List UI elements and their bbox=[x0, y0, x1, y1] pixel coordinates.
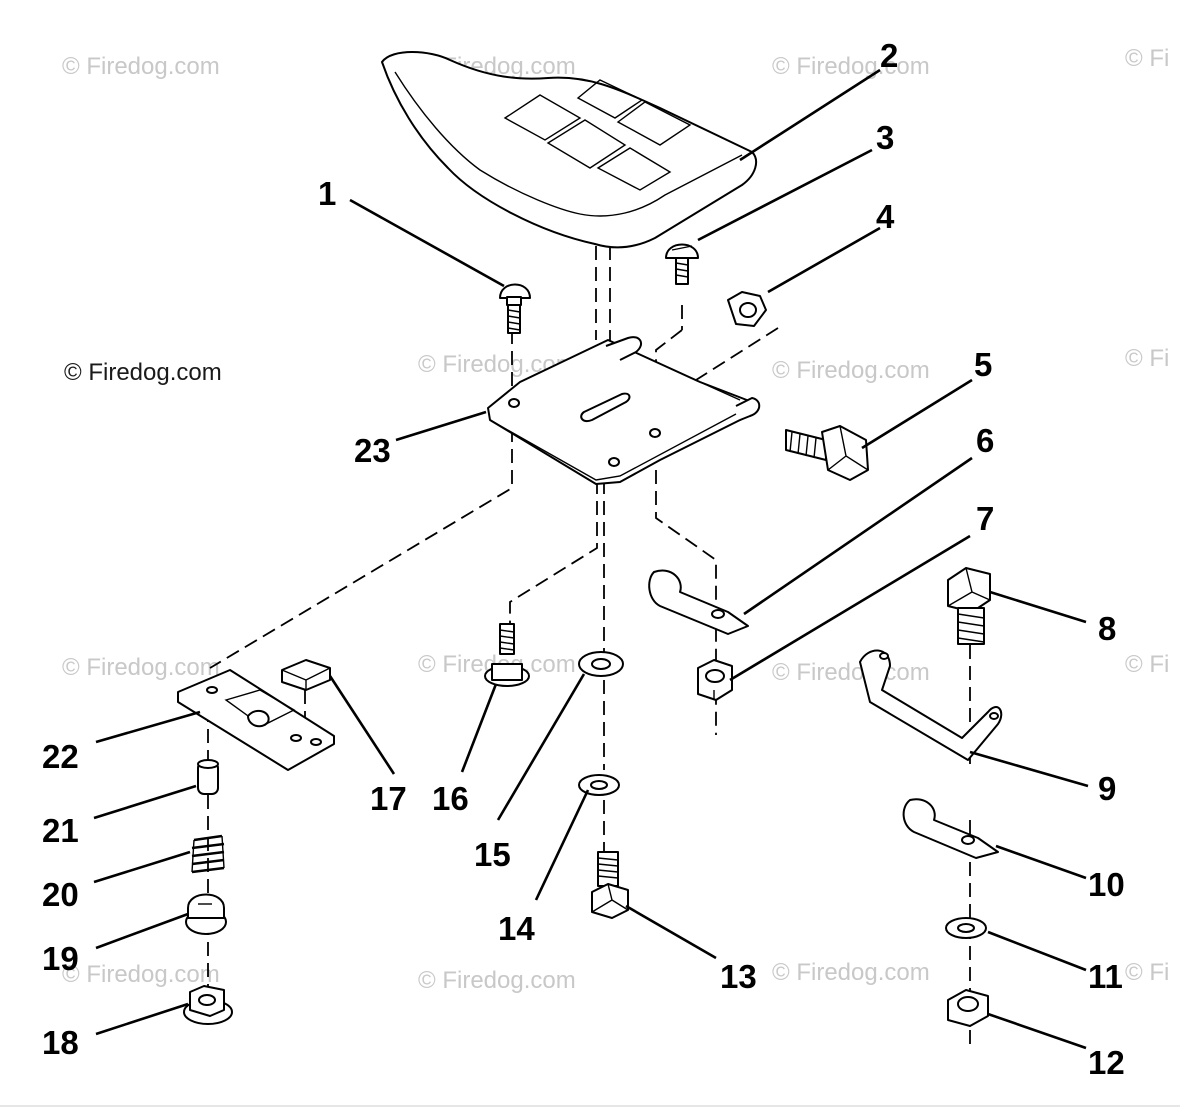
carriage-bolt-part bbox=[499, 283, 531, 334]
callout-16: 16 bbox=[432, 780, 469, 817]
callout-20: 20 bbox=[42, 876, 79, 913]
callout-19: 19 bbox=[42, 940, 79, 977]
knob-part bbox=[185, 893, 227, 935]
spring-part bbox=[191, 834, 225, 874]
callout-12: 12 bbox=[1088, 1044, 1125, 1081]
watermark: © Fi bbox=[1125, 651, 1169, 678]
watermark: © Firedog.com bbox=[62, 53, 220, 80]
watermark-layer: © Firedog.com © Firedog.com © Firedog.co… bbox=[62, 45, 1169, 994]
callout-5: 5 bbox=[974, 346, 992, 383]
seat-part bbox=[381, 51, 758, 249]
watermark: © Firedog.com bbox=[64, 359, 222, 386]
seat-pan-part bbox=[487, 336, 761, 485]
watermark: © Firedog.com bbox=[772, 959, 930, 986]
key-part bbox=[281, 659, 331, 691]
washer-right-part bbox=[945, 917, 987, 939]
washer-small-part bbox=[578, 774, 620, 796]
lock-nut-part bbox=[697, 659, 733, 701]
hex-bolt-part bbox=[591, 851, 629, 919]
watermark: © Firedog.com bbox=[772, 357, 930, 384]
watermark: © Firedog.com bbox=[62, 654, 220, 681]
watermark: © Fi bbox=[1125, 345, 1169, 372]
callout-6: 6 bbox=[976, 422, 994, 459]
watermark: © Firedog.com bbox=[418, 967, 576, 994]
shoulder-bolt-part bbox=[484, 623, 530, 687]
callout-13: 13 bbox=[720, 958, 757, 995]
callout-18: 18 bbox=[42, 1024, 79, 1061]
watermark: © Firedog.com bbox=[772, 53, 930, 80]
callout-11: 11 bbox=[1088, 958, 1123, 995]
leader-lines bbox=[93, 68, 1089, 1050]
callout-22: 22 bbox=[42, 738, 79, 775]
callout-2: 2 bbox=[880, 37, 898, 74]
pin-part bbox=[197, 759, 219, 795]
callout-21: 21 bbox=[42, 812, 79, 849]
washer-large-part bbox=[578, 651, 624, 677]
callout-7: 7 bbox=[976, 500, 994, 537]
lock-nut-right-part bbox=[947, 989, 989, 1027]
callout-10: 10 bbox=[1088, 866, 1125, 903]
bracket-part bbox=[859, 649, 1003, 761]
watermark: © Firedog.com bbox=[62, 961, 220, 988]
watermark: © Fi bbox=[1125, 959, 1169, 986]
round-screw-part bbox=[665, 243, 699, 285]
callout-4: 4 bbox=[876, 198, 895, 235]
callout-labels: 1 2 3 4 5 6 7 8 9 10 11 12 13 14 15 16 1… bbox=[42, 37, 1125, 1081]
hex-bolt-right-part bbox=[947, 567, 991, 645]
clip-part bbox=[648, 569, 749, 635]
clip-right-part bbox=[902, 798, 999, 859]
callout-17: 17 bbox=[370, 780, 407, 817]
callout-15: 15 bbox=[474, 836, 511, 873]
hex-nut-part bbox=[727, 291, 767, 327]
watermark: © Firedog.com bbox=[772, 659, 930, 686]
callout-9: 9 bbox=[1098, 770, 1116, 807]
callout-1: 1 bbox=[318, 175, 336, 212]
callout-3: 3 bbox=[876, 119, 894, 156]
callout-23: 23 bbox=[354, 432, 391, 469]
callout-8: 8 bbox=[1098, 610, 1116, 647]
flange-nut-part bbox=[183, 985, 233, 1025]
watermark: © Fi bbox=[1125, 45, 1169, 72]
pivot-bolt-part bbox=[785, 425, 869, 481]
callout-14: 14 bbox=[498, 910, 535, 947]
